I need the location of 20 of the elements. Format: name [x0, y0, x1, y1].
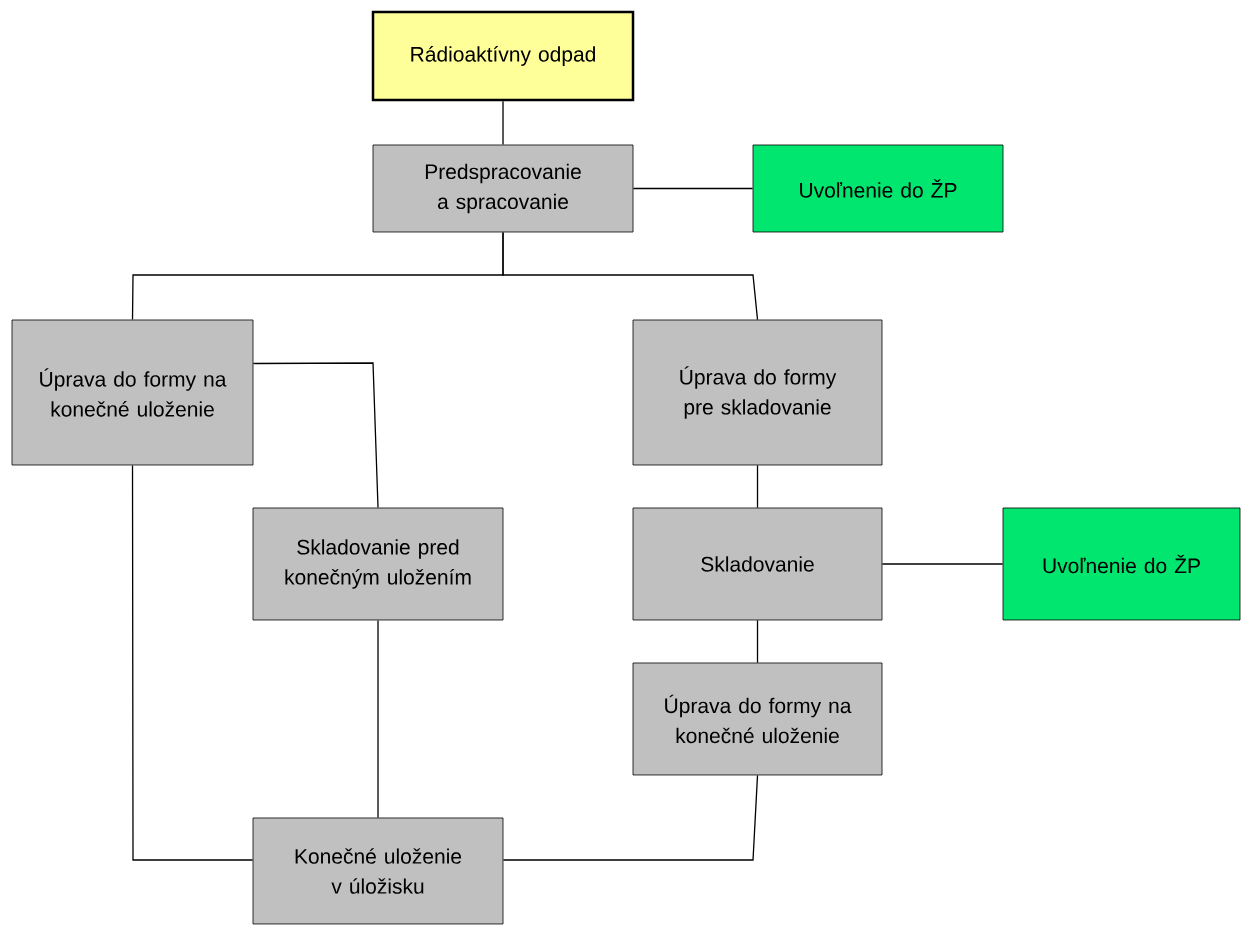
process-box: Úprava do formy na konečné uloženie — [632, 662, 883, 776]
connector-line — [502, 774, 759, 861]
process-box: Predspracovanie a spracovanie — [372, 144, 634, 233]
connector-line — [502, 100, 504, 146]
release-box: Uvoľnenie do ŽP — [1002, 507, 1241, 621]
release-box: Uvoľnenie do ŽP — [752, 144, 1004, 233]
process-box: Úprava do formy na konečné uloženie — [11, 319, 254, 466]
process-box: Úprava do formy pre skladovanie — [632, 319, 883, 466]
connector-line — [252, 362, 379, 509]
source-box: Rádioaktívny odpad — [371, 10, 635, 102]
process-box: Skladovanie pred konečným uložením — [252, 507, 504, 621]
connector-line — [632, 187, 754, 190]
connector-line — [756, 464, 759, 509]
storage-box: Konečné uloženie v úložisku — [252, 817, 504, 925]
connector-line — [756, 619, 759, 664]
process-box: Skladovanie — [632, 507, 883, 621]
connector-line — [502, 231, 759, 321]
connector-line — [377, 619, 379, 819]
connector-line — [131, 464, 254, 861]
connector-line — [881, 563, 1004, 565]
